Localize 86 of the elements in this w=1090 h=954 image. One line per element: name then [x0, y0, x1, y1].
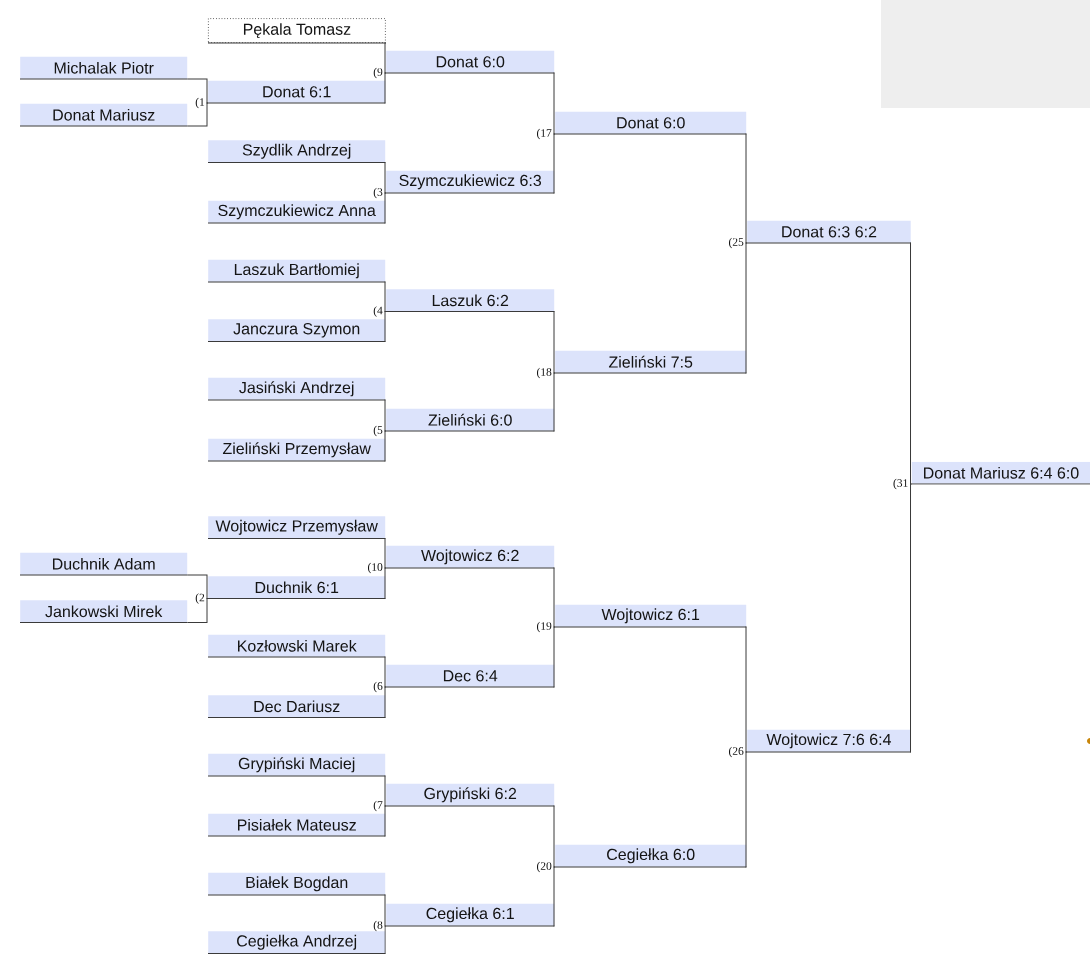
match-number: (25 [729, 237, 744, 249]
bracket-cell: Wojtowicz 7:6 6:4 [746, 729, 912, 753]
bracket-cell: Donat 6:0 [554, 111, 747, 135]
bracket-cell: Szydlik Andrzej [207, 140, 386, 163]
bracket-line [553, 866, 556, 927]
bracket-line [384, 162, 387, 194]
bracket-cell: Dec 6:4 [385, 664, 555, 688]
bracket-cell: Zieliński 7:5 [554, 350, 747, 374]
match-number: (9 [373, 67, 383, 79]
bracket-line [384, 775, 387, 807]
bracket-line [384, 894, 387, 927]
bracket-line [384, 72, 387, 104]
bracket-line [745, 133, 748, 244]
bracket-cell: Wojtowicz 6:2 [385, 545, 555, 569]
bracket-line [553, 311, 556, 374]
bracket-cell: Michalak Piotr [19, 56, 188, 80]
match-number: (6 [373, 681, 383, 693]
bracket-cell: Grypiński 6:2 [385, 783, 555, 807]
bracket-line [384, 925, 387, 954]
bracket-cell: Donat Mariusz [19, 103, 188, 127]
bracket-line [910, 242, 912, 485]
bracket-cell: Donat Mariusz 6:4 6:0 [911, 461, 1090, 485]
bracket-line [186, 598, 209, 623]
bracket-line [186, 78, 209, 104]
bracket-line [384, 42, 387, 74]
bracket-line [553, 805, 556, 868]
bracket-line [186, 574, 209, 599]
bracket-cell: Cegiełka 6:1 [385, 903, 555, 927]
bracket-line [384, 281, 387, 312]
bracket-cell: Białek Bogdan [207, 872, 386, 896]
bracket-line [384, 805, 387, 837]
match-number: (5 [373, 425, 383, 437]
selected-cell: Pękala Tomasz [207, 18, 387, 44]
bracket-cell: Cegiełka 6:0 [554, 844, 747, 868]
bracket-cell: Szymczukiewicz Anna [207, 200, 386, 224]
bracket-line [745, 242, 748, 374]
bracket-cell: Donat 6:1 [207, 80, 386, 104]
bracket-line [384, 192, 387, 224]
match-number: (10 [368, 562, 383, 574]
bracket-cell: Grypiński Maciej [207, 753, 386, 777]
match-number: (7 [373, 800, 383, 812]
bracket-cell: Wojtowicz Przemysław [207, 516, 386, 539]
bracket-cell: Donat 6:0 [385, 50, 555, 74]
bracket-line [553, 72, 556, 135]
match-number: (31 [893, 478, 908, 490]
bracket-line [384, 567, 387, 599]
match-number: (3 [373, 187, 383, 199]
match-number: (4 [373, 306, 383, 317]
bracket-cell: Jasiński Andrzej [207, 377, 386, 401]
bracket-line [745, 626, 748, 753]
match-number: (1 [195, 97, 205, 109]
bracket-cell: Cegiełka Andrzej [207, 931, 386, 954]
bracket-cell: Jankowski Mirek [19, 600, 188, 623]
bracket-cell: Donat 6:3 6:2 [746, 220, 912, 244]
bracket-cell: Szymczukiewicz 6:3 [385, 170, 555, 194]
bracket-line [384, 656, 387, 688]
match-number: (20 [537, 861, 552, 873]
bracket-cell: Duchnik Adam [19, 552, 188, 576]
bracket-line [553, 372, 556, 432]
bracket-line [384, 311, 387, 342]
bracket-line [186, 102, 209, 127]
match-number: (19 [537, 621, 552, 633]
bracket-line [745, 751, 748, 868]
bracket-cell: Duchnik 6:1 [207, 576, 386, 599]
bracket-cell: Zieliński Przemysław [207, 438, 386, 462]
bracket-line [553, 567, 556, 628]
bracket-cell: Laszuk 6:2 [385, 289, 555, 312]
bracket-cell: Kozłowski Marek [207, 634, 386, 658]
match-number: (18 [537, 367, 552, 379]
match-number: (2 [195, 593, 205, 604]
bracket-line [384, 430, 387, 462]
bracket-line [384, 538, 387, 569]
bracket-line [553, 626, 556, 688]
bracket-cell: Janczura Szymon [207, 319, 386, 342]
match-number: (8 [373, 920, 383, 932]
bracket-line [553, 133, 556, 194]
bracket-line [910, 483, 912, 753]
bracket-cell: Laszuk Bartłomiej [207, 259, 386, 283]
match-number: (26 [729, 746, 744, 758]
bracket-cell: Wojtowicz 6:1 [554, 604, 747, 628]
bracket-line [384, 399, 387, 432]
bracket-line [384, 686, 387, 718]
bracket-cell: Zieliński 6:0 [385, 408, 555, 432]
bracket-cell: Pisiałek Mateusz [207, 813, 386, 837]
match-number: (17 [537, 128, 552, 140]
bracket-cell: Dec Dariusz [207, 695, 386, 718]
